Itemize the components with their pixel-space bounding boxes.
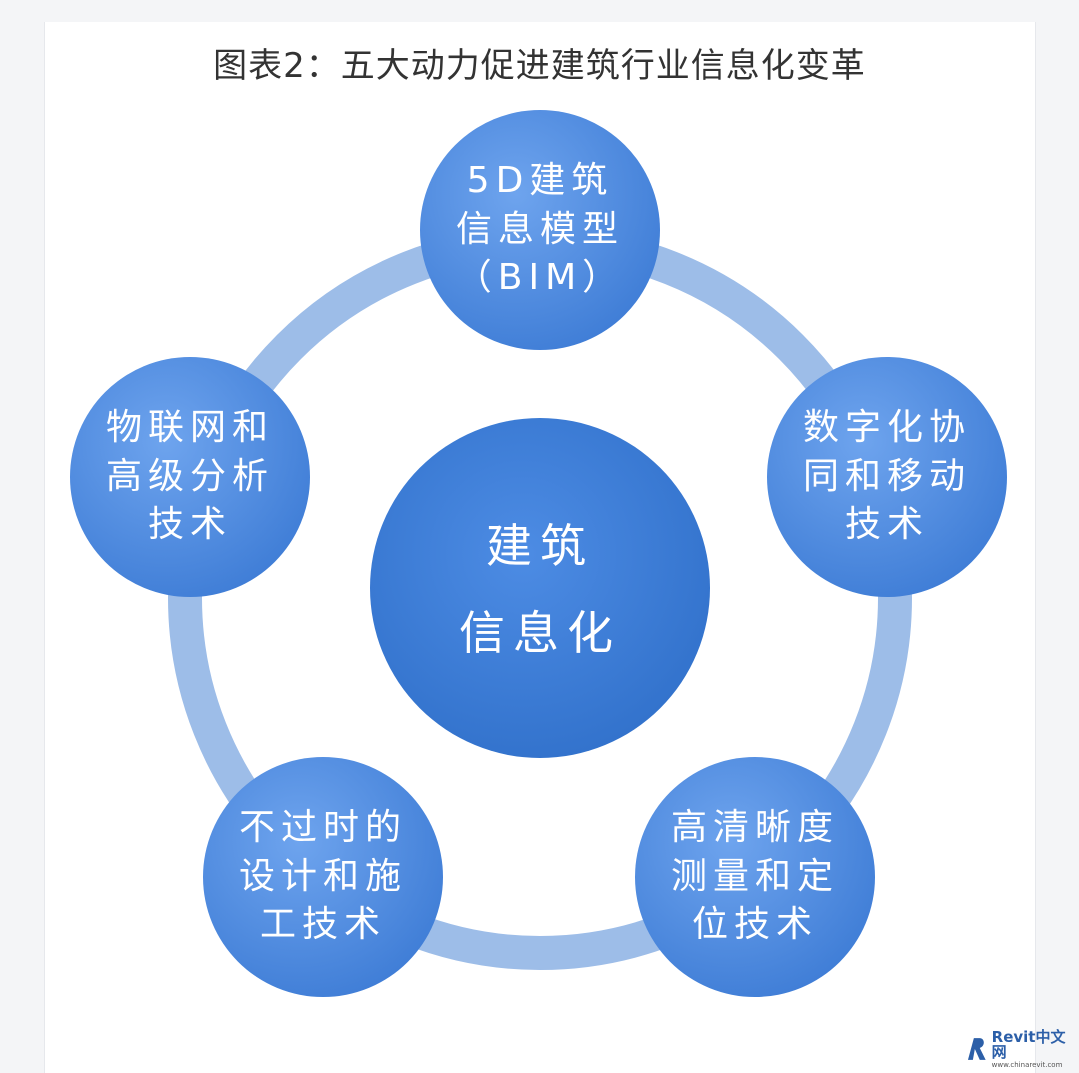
node-text-bim: 5D建筑信息模型（BIM） — [455, 160, 625, 299]
watermark-site: www.chinarevit.com — [991, 1060, 1063, 1069]
center-label: 建筑 信息化 — [380, 460, 700, 720]
node-label-iot: 物联网和高级分析技术 — [90, 377, 290, 577]
node-circle-iot — [70, 357, 310, 597]
node-circle-digital — [767, 357, 1007, 597]
node-text-design: 不过时的设计和施工技术 — [238, 807, 407, 946]
node-circle-measure — [635, 757, 875, 997]
node-label-design: 不过时的设计和施工技术 — [223, 777, 423, 977]
node-label-digital: 数字化协同和移动技术 — [787, 377, 987, 577]
node-text-digital: 数字化协同和移动技术 — [802, 407, 971, 546]
watermark-text: Revit中文网 www.chinarevit.com — [991, 1027, 1079, 1069]
node-text-measure: 高清晰度测量和定位技术 — [670, 807, 839, 946]
center-line-1: 建筑 — [486, 518, 594, 573]
node-circle-bim — [420, 110, 660, 350]
node-label-measure: 高清晰度测量和定位技术 — [655, 777, 855, 977]
node-text-iot: 物联网和高级分析技术 — [105, 407, 274, 546]
node-circle-design — [203, 757, 443, 997]
watermark: Revit中文网 www.chinarevit.com — [966, 1027, 1079, 1069]
center-circle — [370, 418, 710, 758]
center-line-2: 信息化 — [459, 606, 621, 660]
node-label-bim: 5D建筑信息模型（BIM） — [440, 130, 640, 330]
figure-title: 图表2：五大动力促进建筑行业信息化变革 — [213, 46, 866, 86]
revit-logo-icon — [967, 1038, 986, 1060]
watermark-brand: Revit中文网 — [991, 1027, 1066, 1061]
